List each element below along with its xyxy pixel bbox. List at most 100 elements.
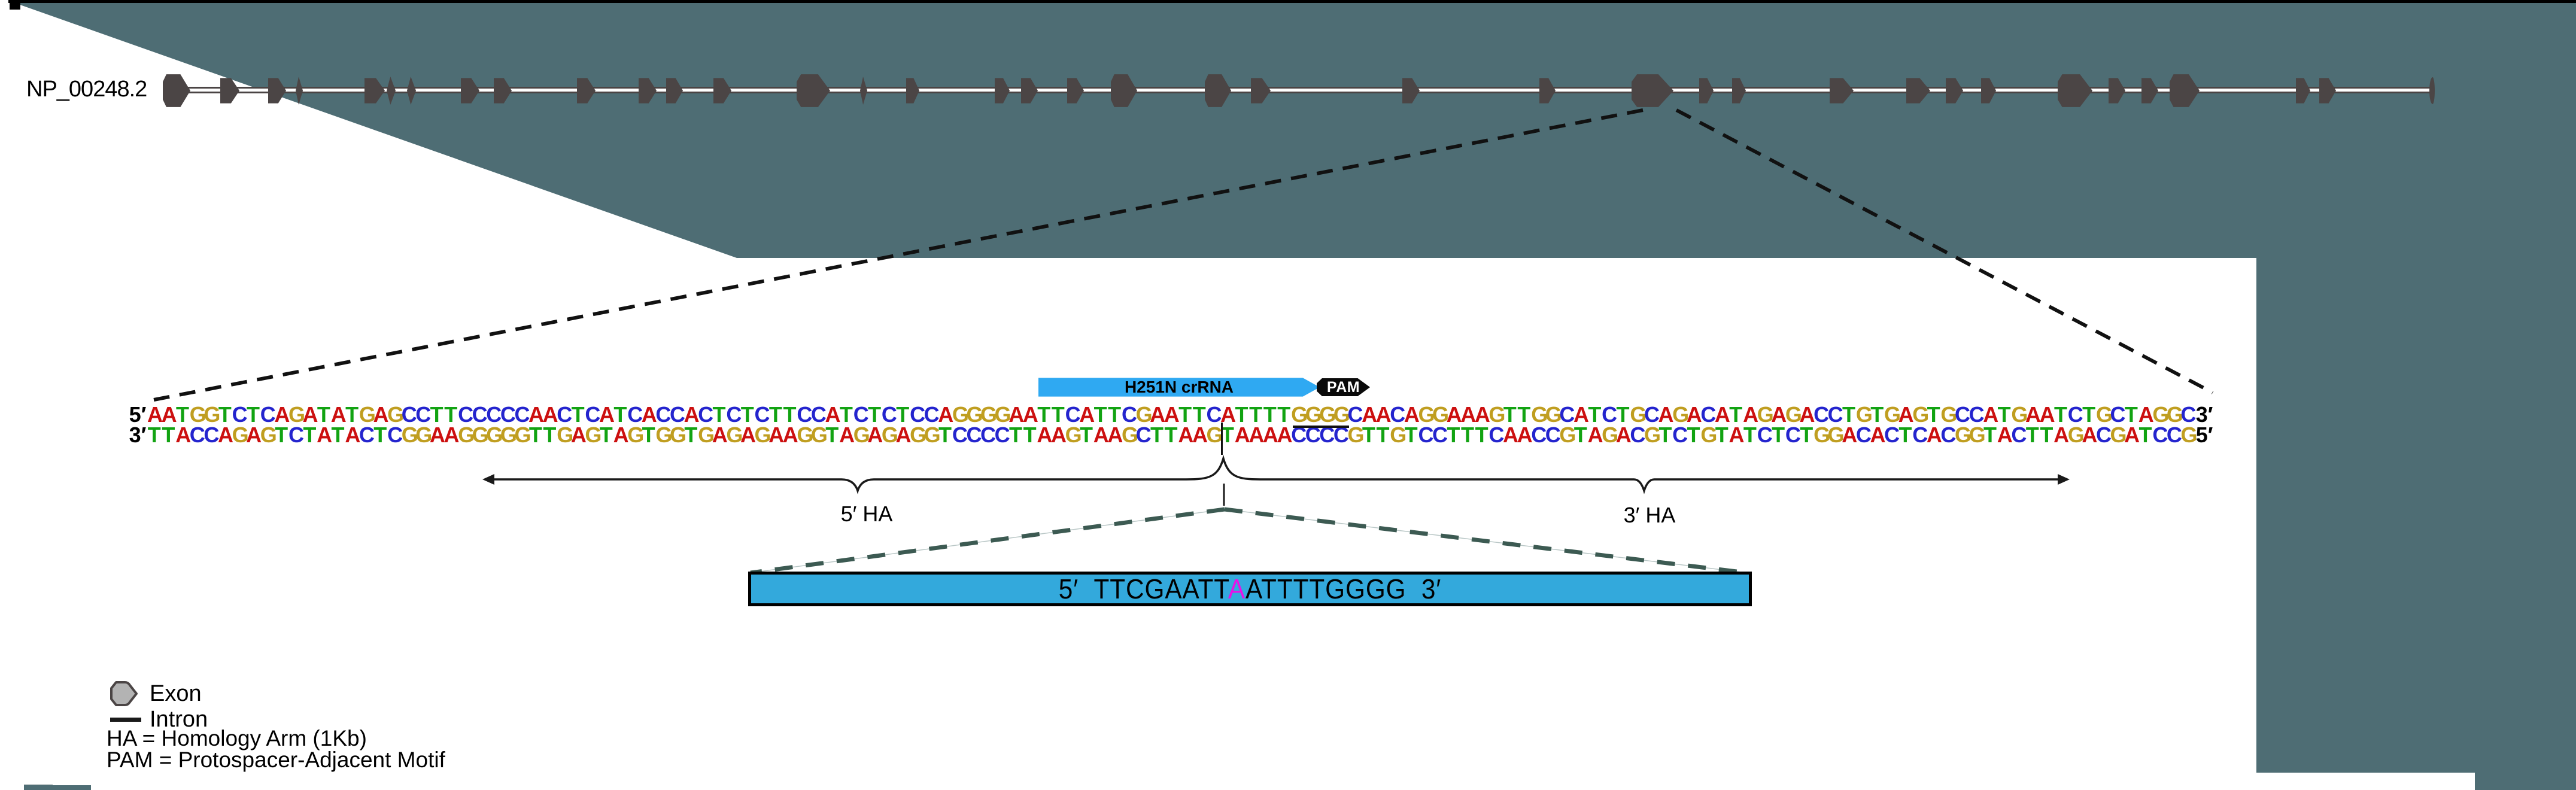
- dna-base: T: [839, 402, 853, 427]
- dna-base: C: [1672, 423, 1688, 447]
- dna-base: A: [1178, 423, 1194, 447]
- dna-base: C: [189, 423, 205, 447]
- dna-base: C: [557, 402, 573, 427]
- dna-base: C: [881, 402, 897, 427]
- dna-base: A: [217, 423, 233, 447]
- strand-end-label: 5′: [129, 402, 147, 427]
- dna-base: C: [472, 402, 488, 427]
- dna-base: A: [895, 423, 912, 447]
- dna-base: A: [345, 423, 361, 447]
- cut-site-line: [1221, 423, 1223, 455]
- dna-base: T: [571, 402, 585, 427]
- bottom-left-teal-bar: [24, 785, 91, 790]
- dna-base: G: [655, 423, 673, 447]
- dna-base: T: [1573, 423, 1587, 447]
- dna-base: A: [1192, 423, 1208, 447]
- dna-base: G: [994, 402, 1011, 427]
- dna-base: G: [1390, 423, 1407, 447]
- dna-base: T: [2040, 423, 2053, 447]
- dna-base: T: [1588, 402, 1602, 427]
- dna-base: C: [1559, 402, 1575, 427]
- dna-base: C: [2095, 423, 2112, 447]
- dna-base: T: [1009, 423, 1023, 447]
- exon-shape: [906, 78, 919, 104]
- dna-base: T: [2025, 423, 2039, 447]
- dna-base: G: [232, 423, 249, 447]
- dna-base: G: [458, 423, 475, 447]
- dna-base: G: [557, 423, 574, 447]
- dna-base: A: [302, 402, 318, 427]
- dna-base: T: [938, 423, 952, 447]
- ha-left-label: 5′ HA: [840, 502, 893, 526]
- dna-base: A: [161, 402, 177, 427]
- dna-base: T: [740, 402, 754, 427]
- dna-base: T: [1108, 402, 1122, 427]
- dna-base: A: [1234, 423, 1250, 447]
- dna-base: A: [782, 423, 798, 447]
- dna-base: T: [1277, 402, 1291, 427]
- dna-base: T: [1051, 402, 1065, 427]
- dna-base: T: [1743, 423, 1757, 447]
- dna-base: C: [1206, 402, 1222, 427]
- ha-brace-arrow-right: [2058, 474, 2070, 485]
- box-seq-post: ATTTTGGGG: [1246, 573, 1407, 604]
- dna-base: G: [1884, 402, 1901, 427]
- dna-base: A: [1587, 423, 1603, 447]
- dna-base: C: [924, 402, 940, 427]
- dna-base: C: [458, 402, 474, 427]
- dna-base: T: [1461, 423, 1475, 447]
- dna-base: C: [1969, 402, 1985, 427]
- dna-base: C: [2166, 423, 2182, 447]
- dna-base: G: [2110, 423, 2127, 447]
- dna-base: C: [2110, 402, 2126, 427]
- dna-base: G: [2166, 402, 2183, 427]
- dna-base: A: [147, 402, 163, 427]
- top-black-bar: [8, 0, 2576, 3]
- dna-base: T: [1164, 423, 1178, 447]
- dna-base: T: [1503, 402, 1517, 427]
- dna-base: T: [868, 402, 882, 427]
- dna-base: A: [2124, 423, 2140, 447]
- dna-base: G: [1545, 402, 1562, 427]
- dna-base: T: [1517, 402, 1531, 427]
- dna-base: C: [232, 402, 248, 427]
- dna-base: A: [317, 423, 333, 447]
- dna-base: C: [1884, 423, 1900, 447]
- dna-base: A: [1898, 402, 1914, 427]
- dna-base: C: [1489, 423, 1505, 447]
- dna-base: G: [1121, 423, 1138, 447]
- dna-base: A: [641, 402, 657, 427]
- dna-base: T: [712, 402, 726, 427]
- dna-base: A: [2025, 402, 2041, 427]
- transcript-label: NP_00248.2: [26, 77, 147, 102]
- dna-base: A: [867, 423, 883, 447]
- dna-base: A: [542, 402, 558, 427]
- dna-base: C: [1785, 423, 1801, 447]
- dna-base: A: [429, 423, 445, 447]
- dna-base: A: [938, 402, 954, 427]
- dna-base: T: [1800, 423, 1813, 447]
- pam-underline: [1292, 426, 1349, 428]
- dna-base: G: [1672, 402, 1690, 427]
- dna-base: T: [1475, 423, 1489, 447]
- dna-base: C: [810, 402, 827, 427]
- ha-brace-arrow-left: [482, 474, 494, 485]
- dna-base: G: [797, 423, 814, 447]
- dna-base: G: [500, 423, 517, 447]
- dna-base: A: [1503, 423, 1518, 447]
- dna-base: C: [853, 402, 869, 427]
- dna-base: G: [853, 423, 870, 447]
- legend-exon-label: Exon: [150, 681, 202, 706]
- exon-shape: [1732, 78, 1746, 104]
- dna-base: C: [1955, 402, 1970, 427]
- dna-base: T: [1842, 402, 1856, 427]
- dna-base: A: [2082, 423, 2098, 447]
- dna-base: A: [1164, 402, 1180, 427]
- dna-base: G: [1333, 402, 1350, 427]
- dna-base: C: [260, 402, 276, 427]
- dna-base: T: [373, 423, 387, 447]
- dna-base: G: [514, 423, 531, 447]
- dna-base: T: [599, 423, 613, 447]
- dna-base: C: [203, 423, 220, 447]
